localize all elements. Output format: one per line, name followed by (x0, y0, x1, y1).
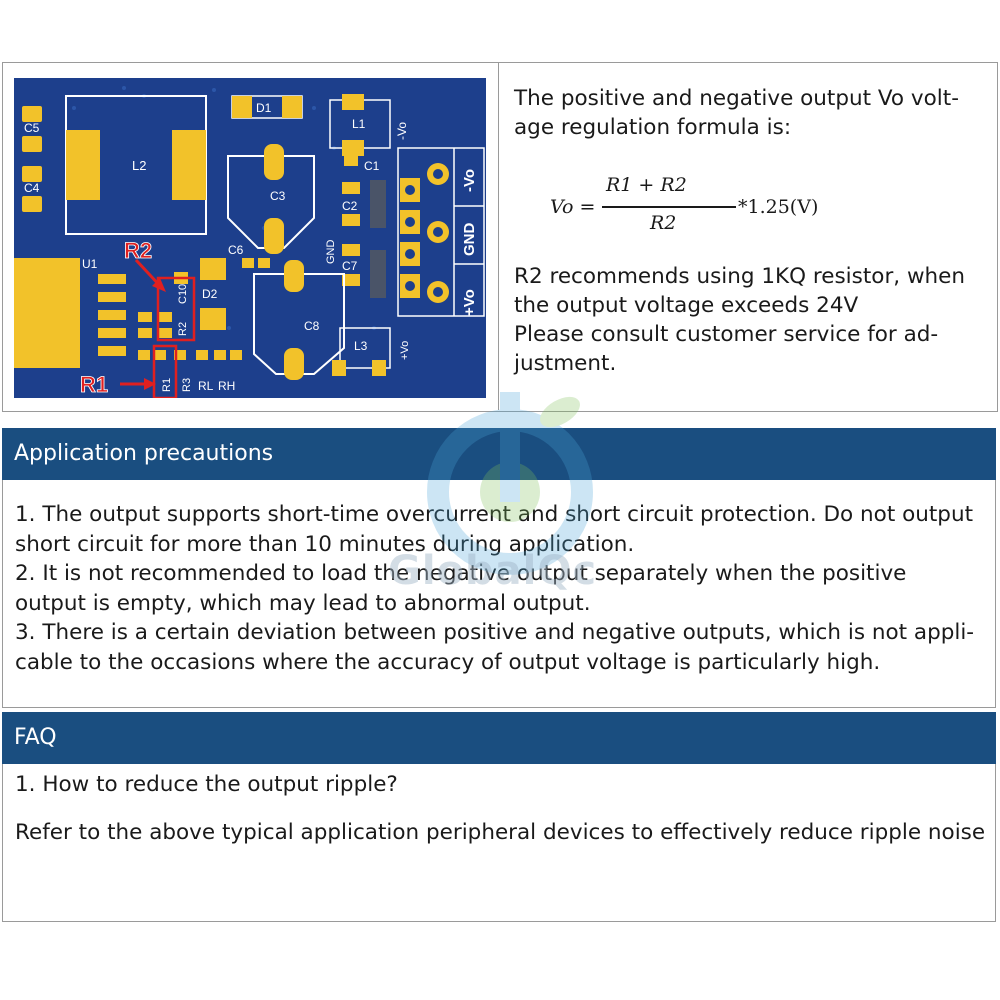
label-c5: C5 (24, 121, 40, 135)
precaution-line-1: 1. The output supports short-time overcu… (15, 502, 973, 527)
faq-body: 1. How to reduce the output ripple? Refe… (2, 764, 996, 922)
faq-header: FAQ (2, 712, 996, 764)
watermark-text: GlobalQc (388, 548, 598, 594)
pcb-board (14, 78, 486, 398)
faq-answer: Refer to the above typical application p… (15, 820, 986, 845)
terminal-label-vo-minus: -Vo (461, 169, 478, 192)
terminal-label-vo-plus: +Vo (461, 289, 478, 316)
precaution-line-2: short circuit for more than 10 minutes d… (15, 531, 635, 557)
note-line-3: Please consult customer service for ad- (514, 322, 939, 347)
label-vo-plus-vertical: +Vo (399, 341, 411, 360)
precaution-line-4: output is empty, which may lead to abnor… (15, 590, 591, 616)
fraction-bar (602, 206, 736, 208)
label-c3: C3 (270, 189, 286, 203)
pcb-image: C5 C4 L2 D1 L1 -Vo C3 C1 C2 C7 (14, 78, 486, 400)
label-r1: R1 (161, 378, 173, 392)
label-rl: RL (198, 379, 214, 393)
precaution-line-5: 3. There is a certain deviation between … (15, 620, 975, 645)
formula-numerator: R1 + R2 (606, 174, 687, 196)
label-u1: U1 (82, 257, 98, 271)
label-c2: C2 (342, 199, 358, 213)
note-line-1: R2 recommends using 1KQ resistor, when (514, 264, 966, 289)
formula-panel: The positive and negative output Vo volt… (514, 84, 986, 234)
precautions-header: Application precautions (2, 428, 996, 480)
formula-lhs: Vo = (550, 196, 596, 218)
label-c10: C10 (177, 284, 189, 304)
label-d1: D1 (256, 101, 272, 115)
callout-r2: R2 (124, 238, 152, 263)
label-l2: L2 (132, 158, 146, 173)
label-gnd-vertical: GND (325, 240, 337, 265)
formula-intro: The positive and negative output Vo volt… (514, 86, 959, 140)
label-r3: R3 (181, 378, 193, 392)
callout-r1: R1 (80, 372, 108, 397)
label-c4: C4 (24, 181, 40, 195)
formula-note: R2 recommends using 1KQ resistor, when t… (514, 262, 994, 378)
formula-multiplier: *1.25(V) (738, 196, 819, 218)
note-line-2: the output voltage exceeds 24V (514, 293, 859, 318)
voltage-formula: Vo = R1 + R2 R2 *1.25(V) (550, 174, 850, 244)
formula-denominator: R2 (650, 212, 677, 234)
label-vo-minus-top: -Vo (395, 122, 409, 140)
label-c1: C1 (364, 159, 380, 173)
faq-question: 1. How to reduce the output ripple? (15, 772, 398, 797)
label-d2: D2 (202, 287, 218, 301)
label-l3: L3 (354, 339, 368, 353)
label-c6: C6 (228, 243, 244, 257)
note-line-4: justment. (514, 351, 617, 376)
label-c7: C7 (342, 259, 358, 273)
label-rh: RH (218, 379, 235, 393)
terminal-label-gnd: GND (461, 223, 478, 257)
precaution-line-3: 2. It is not recommended to load the neg… (15, 561, 907, 586)
panel-divider (498, 62, 499, 410)
label-r2: R2 (177, 322, 189, 336)
label-l1: L1 (352, 117, 366, 131)
precautions-body: 1. The output supports short-time overcu… (2, 480, 996, 708)
precaution-line-6: cable to the occasions where the accurac… (15, 649, 881, 675)
label-c8: C8 (304, 319, 320, 333)
